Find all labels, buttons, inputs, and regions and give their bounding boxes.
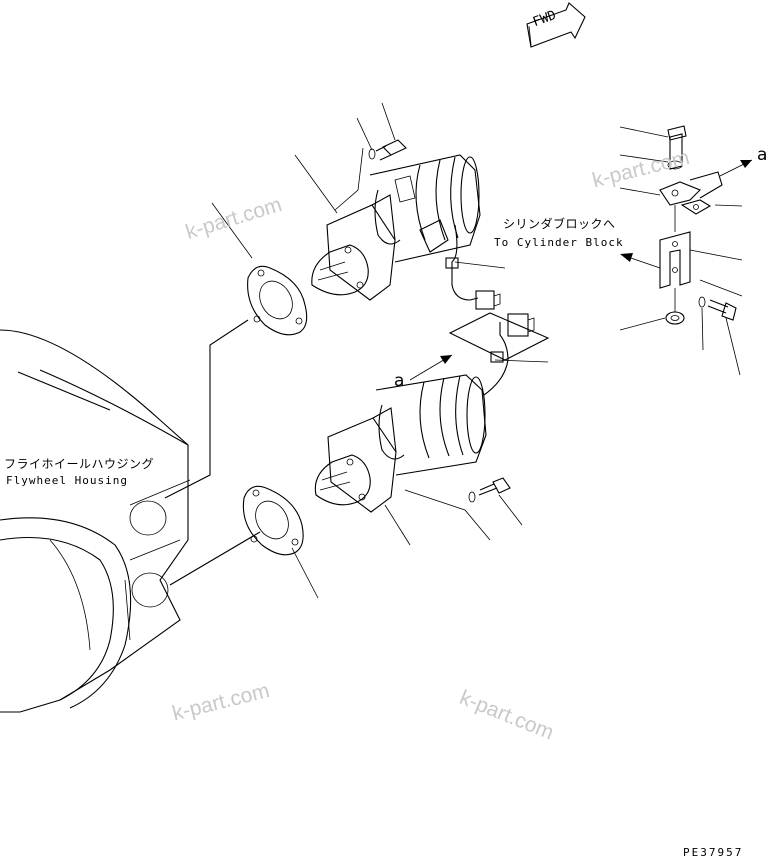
callout-a-left: a [394,371,405,391]
flywheel-housing-label-en: Flywheel Housing [6,474,128,487]
starter-motor-upper [311,154,501,310]
cylinder-block-label-en: To Cylinder Block [494,236,624,249]
harness-plate [448,312,550,361]
bracket-assembly [659,125,737,325]
flywheel-housing-label-jp: フライホイールハウジング [4,457,155,471]
leader-lines [211,102,743,599]
callout-a-right: a [757,145,768,165]
arrow-a-right [719,159,753,177]
arrow-a-left [409,354,453,381]
bolt-lower [468,477,511,503]
starter-motor-lower [314,313,535,513]
gasket-lower [242,485,304,556]
gasket-upper [247,265,308,336]
drawing-code: PE37957 [683,846,744,859]
flywheel-housing [0,329,191,713]
cylinder-block-label-jp: シリンダブロックへ [503,217,616,231]
bolt-upper [368,139,407,161]
arrow-cylinder-block [620,253,661,269]
fwd-arrow-icon [526,2,586,48]
